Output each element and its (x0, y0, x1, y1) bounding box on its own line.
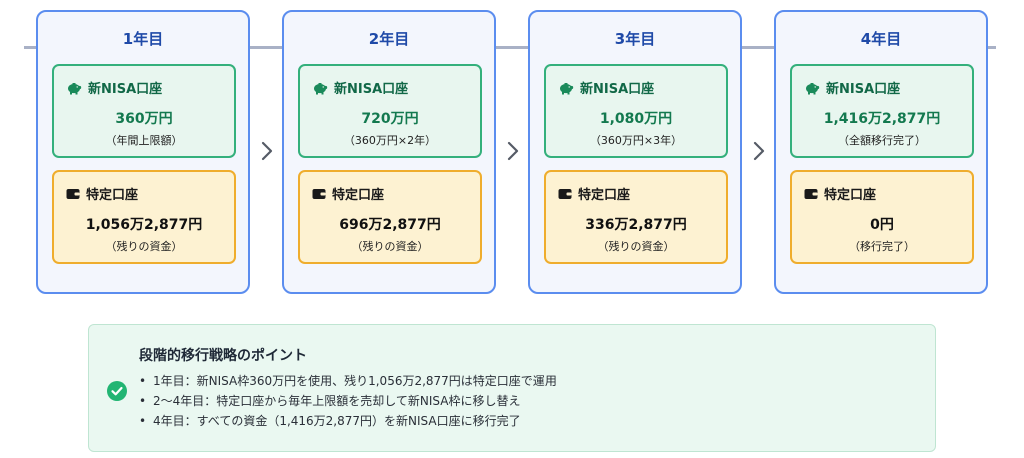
nisa-note: （360万円×3年） (589, 134, 683, 147)
nisa-note: （年間上限額） (105, 134, 183, 147)
tokutei-account-box: 特定口座 0円 （移行完了） (790, 170, 974, 264)
nisa-value: 720万円 (361, 111, 419, 127)
tokutei-label: 特定口座 (332, 188, 385, 203)
wallet-icon (312, 188, 326, 200)
summary-point: 4年目：すべての資金（1,416万2,877円）を新NISA口座に移行完了 (139, 411, 557, 431)
summary-point: 1年目：新NISA枠360万円を使用、残り1,056万2,877円は特定口座で運… (139, 371, 557, 391)
timeline-connector (24, 46, 996, 49)
wallet-icon (804, 188, 818, 200)
tokutei-value: 0円 (870, 217, 894, 233)
tokutei-account-box: 特定口座 696万2,877円 （残りの資金） (298, 170, 482, 264)
nisa-label: 新NISA口座 (826, 82, 901, 97)
tokutei-label: 特定口座 (824, 188, 877, 203)
piggy-bank-icon (558, 81, 574, 95)
nisa-label: 新NISA口座 (580, 82, 655, 97)
year-title: 4年目 (860, 30, 902, 48)
nisa-note: （360万円×2年） (343, 134, 437, 147)
nisa-account-box: 新NISA口座 1,416万2,877円 （全額移行完了） (790, 64, 974, 158)
year-card-4: 4年目 新NISA口座 1,416万2,877円 （全額移行完了） 特定口座 0… (774, 10, 988, 294)
year-timeline: 1年目 新NISA口座 360万円 （年間上限額） 特定口座 1,056万2,8… (36, 10, 988, 294)
wallet-icon (558, 188, 572, 200)
nisa-label: 新NISA口座 (334, 82, 409, 97)
summary-point: 2〜4年目：特定口座から毎年上限額を売却して新NISA枠に移し替え (139, 391, 557, 411)
year-title: 2年目 (368, 30, 410, 48)
nisa-value: 1,416万2,877円 (823, 111, 941, 127)
tokutei-note: （残りの資金） (105, 240, 183, 253)
nisa-account-box: 新NISA口座 720万円 （360万円×2年） (298, 64, 482, 158)
nisa-value: 1,080万円 (599, 111, 673, 127)
chevron-right-icon (752, 140, 766, 162)
tokutei-account-box: 特定口座 1,056万2,877円 （残りの資金） (52, 170, 236, 264)
nisa-label: 新NISA口座 (88, 82, 163, 97)
nisa-note: （全額移行完了） (838, 134, 926, 147)
tokutei-note: （残りの資金） (351, 240, 429, 253)
check-circle-icon (107, 381, 127, 405)
strategy-summary-panel: 段階的移行戦略のポイント 1年目：新NISA枠360万円を使用、残り1,056万… (88, 324, 936, 452)
tokutei-note: （移行完了） (849, 240, 915, 253)
piggy-bank-icon (312, 81, 328, 95)
tokutei-note: （残りの資金） (597, 240, 675, 253)
tokutei-value: 696万2,877円 (339, 217, 441, 233)
tokutei-label: 特定口座 (578, 188, 631, 203)
tokutei-account-box: 特定口座 336万2,877円 （残りの資金） (544, 170, 728, 264)
wallet-icon (66, 188, 80, 200)
nisa-value: 360万円 (115, 111, 173, 127)
piggy-bank-icon (804, 81, 820, 95)
nisa-account-box: 新NISA口座 1,080万円 （360万円×3年） (544, 64, 728, 158)
year-card-2: 2年目 新NISA口座 720万円 （360万円×2年） 特定口座 696万2,… (282, 10, 496, 294)
piggy-bank-icon (66, 81, 82, 95)
tokutei-label: 特定口座 (86, 188, 139, 203)
year-card-1: 1年目 新NISA口座 360万円 （年間上限額） 特定口座 1,056万2,8… (36, 10, 250, 294)
nisa-account-box: 新NISA口座 360万円 （年間上限額） (52, 64, 236, 158)
tokutei-value: 336万2,877円 (585, 217, 687, 233)
chevron-right-icon (260, 140, 274, 162)
summary-title: 段階的移行戦略のポイント (139, 348, 307, 364)
chevron-right-icon (506, 140, 520, 162)
tokutei-value: 1,056万2,877円 (85, 217, 203, 233)
summary-points: 1年目：新NISA枠360万円を使用、残り1,056万2,877円は特定口座で運… (139, 371, 557, 431)
year-title: 3年目 (614, 30, 656, 48)
year-title: 1年目 (122, 30, 164, 48)
year-card-3: 3年目 新NISA口座 1,080万円 （360万円×3年） 特定口座 336万… (528, 10, 742, 294)
